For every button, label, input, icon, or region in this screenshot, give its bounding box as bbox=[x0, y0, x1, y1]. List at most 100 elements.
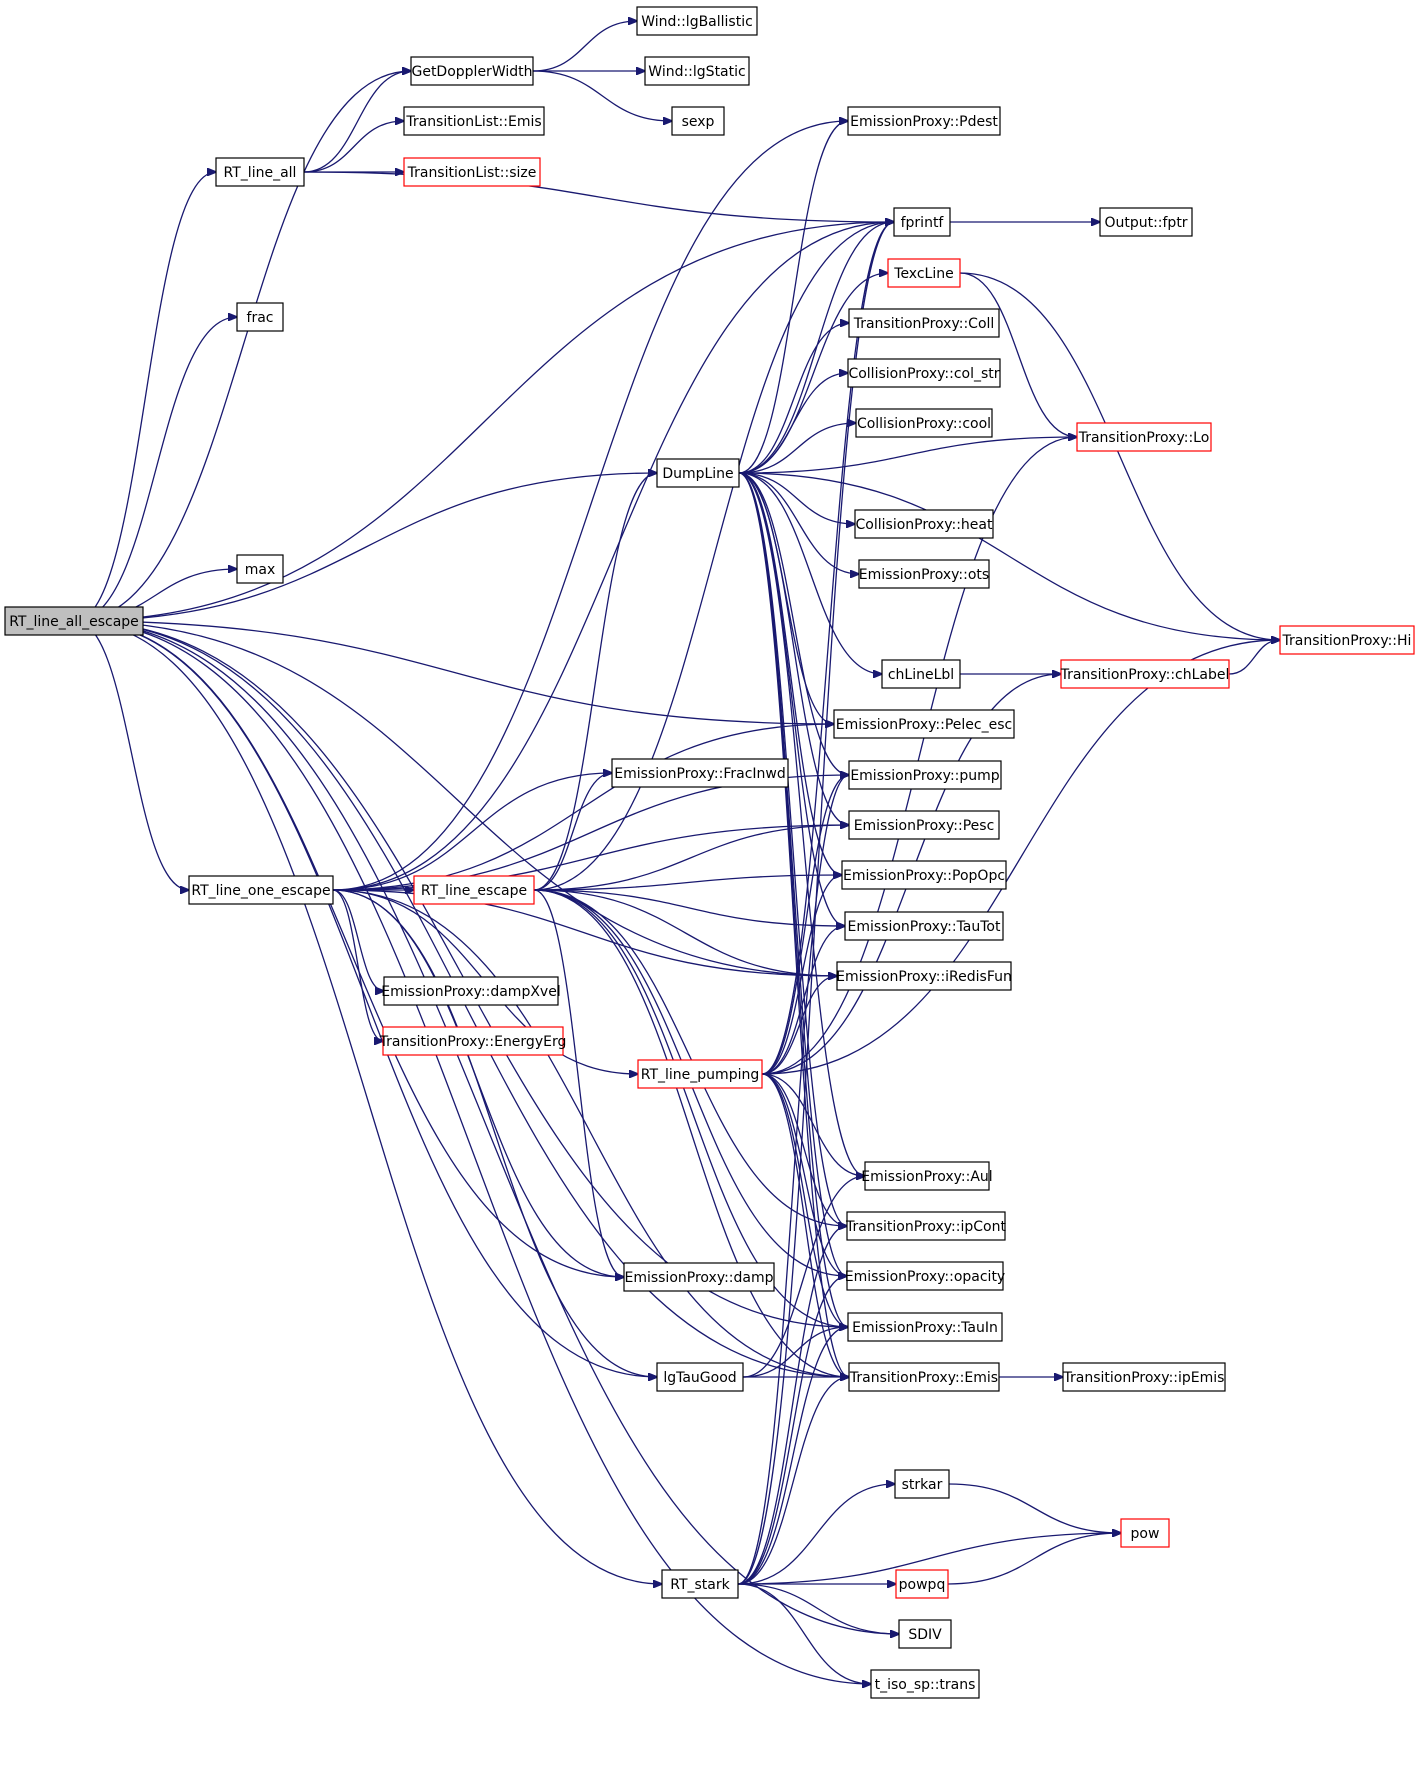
node-box[interactable] bbox=[844, 911, 1004, 941]
node-box[interactable] bbox=[403, 157, 541, 187]
node-ep-tauin[interactable]: EmissionProxy::TauIn bbox=[847, 1312, 1003, 1342]
node-ep-ots[interactable]: EmissionProxy::ots bbox=[858, 559, 990, 589]
node-box[interactable] bbox=[623, 1262, 775, 1292]
node-strkar[interactable]: strkar bbox=[894, 1469, 950, 1499]
node-box[interactable] bbox=[671, 106, 725, 136]
node-rt-pumping[interactable]: RT_line_pumping bbox=[637, 1059, 763, 1089]
node-box[interactable] bbox=[644, 56, 750, 86]
node-ep-iredis[interactable]: EmissionProxy::iRedisFun bbox=[836, 961, 1012, 991]
node-tl-size[interactable]: TransitionList::size bbox=[403, 157, 541, 187]
node-powpq[interactable]: powpq bbox=[895, 1569, 949, 1599]
node-rt-line-all[interactable]: RT_line_all bbox=[215, 157, 305, 187]
node-pow[interactable]: pow bbox=[1120, 1518, 1170, 1548]
node-tp-lo[interactable]: TransitionProxy::Lo bbox=[1076, 422, 1212, 452]
node-box[interactable] bbox=[403, 106, 545, 136]
node-box[interactable] bbox=[656, 458, 740, 488]
node-ep-pump[interactable]: EmissionProxy::pump bbox=[848, 760, 1002, 790]
node-ep-dampxvel[interactable]: EmissionProxy::dampXvel bbox=[381, 976, 561, 1006]
node-cp-heat[interactable]: CollisionProxy::heat bbox=[854, 509, 994, 539]
node-out-fptr[interactable]: Output::fptr bbox=[1099, 207, 1193, 237]
node-box[interactable] bbox=[188, 875, 334, 905]
node-box[interactable] bbox=[898, 1619, 952, 1649]
node-ep-opacity[interactable]: EmissionProxy::opacity bbox=[845, 1261, 1005, 1291]
node-tp-hi[interactable]: TransitionProxy::Hi bbox=[1279, 625, 1415, 655]
node-box[interactable] bbox=[836, 961, 1012, 991]
node-rt-stark[interactable]: RT_stark bbox=[661, 1569, 739, 1599]
node-ep-tautot[interactable]: EmissionProxy::TauTot bbox=[844, 911, 1004, 941]
node-box[interactable] bbox=[847, 106, 1001, 136]
node-cp-cool[interactable]: CollisionProxy::cool bbox=[855, 408, 993, 438]
node-cp-colstr[interactable]: CollisionProxy::col_str bbox=[847, 358, 1001, 388]
node-box[interactable] bbox=[881, 659, 961, 689]
node-box[interactable] bbox=[413, 875, 535, 905]
node-box[interactable] bbox=[887, 258, 961, 288]
node-box[interactable] bbox=[833, 709, 1015, 739]
node-box[interactable] bbox=[1076, 422, 1212, 452]
node-box[interactable] bbox=[410, 56, 534, 86]
node-box[interactable] bbox=[855, 408, 993, 438]
node-ep-pdest[interactable]: EmissionProxy::Pdest bbox=[847, 106, 1001, 136]
node-sdiv[interactable]: SDIV bbox=[898, 1619, 952, 1649]
node-tl-emis[interactable]: TransitionList::Emis bbox=[403, 106, 545, 136]
node-box[interactable] bbox=[848, 308, 1000, 338]
node-box[interactable] bbox=[847, 358, 1001, 388]
node-ep-popopc[interactable]: EmissionProxy::PopOpc bbox=[841, 860, 1007, 890]
node-box[interactable] bbox=[611, 758, 789, 788]
node-getdoppler[interactable]: GetDopplerWidth bbox=[410, 56, 534, 86]
node-ep-aul[interactable]: EmissionProxy::Aul bbox=[861, 1161, 993, 1191]
node-box[interactable] bbox=[848, 760, 1002, 790]
node-tp-ipemis[interactable]: TransitionProxy::ipEmis bbox=[1062, 1362, 1226, 1392]
node-box[interactable] bbox=[236, 302, 284, 332]
node-chlinelbl[interactable]: chLineLbl bbox=[881, 659, 961, 689]
node-wind-ballistic[interactable]: Wind::lgBallistic bbox=[636, 6, 758, 36]
node-sexp[interactable]: sexp bbox=[671, 106, 725, 136]
node-tp-chlabel[interactable]: TransitionProxy::chLabel bbox=[1060, 659, 1230, 689]
node-ep-fracinwd[interactable]: EmissionProxy::FracInwd bbox=[611, 758, 789, 788]
node-box[interactable] bbox=[215, 157, 305, 187]
node-rt-one-escape[interactable]: RT_line_one_escape bbox=[188, 875, 334, 905]
node-box[interactable] bbox=[383, 976, 559, 1006]
node-box[interactable] bbox=[848, 1362, 1000, 1392]
node-box[interactable] bbox=[846, 1261, 1004, 1291]
node-lgtaugood[interactable]: lgTauGood bbox=[656, 1362, 744, 1392]
node-box[interactable] bbox=[848, 810, 1000, 840]
node-tp-energyerg[interactable]: TransitionProxy::EnergyErg bbox=[379, 1026, 567, 1056]
node-box[interactable] bbox=[661, 1569, 739, 1599]
node-box[interactable] bbox=[656, 1362, 744, 1392]
node-box[interactable] bbox=[636, 6, 758, 36]
node-box[interactable] bbox=[1060, 659, 1230, 689]
node-box[interactable] bbox=[236, 554, 284, 584]
node-box[interactable] bbox=[1062, 1362, 1226, 1392]
node-rt-line-escape[interactable]: RT_line_escape bbox=[413, 875, 535, 905]
node-box[interactable] bbox=[864, 1161, 990, 1191]
node-box[interactable] bbox=[870, 1669, 980, 1699]
node-t-iso-trans[interactable]: t_iso_sp::trans bbox=[870, 1669, 980, 1699]
node-frac[interactable]: frac bbox=[236, 302, 284, 332]
node-fprintf[interactable]: fprintf bbox=[893, 207, 951, 237]
node-box[interactable] bbox=[4, 606, 144, 636]
node-ep-damp[interactable]: EmissionProxy::damp bbox=[623, 1262, 775, 1292]
node-dumpline[interactable]: DumpLine bbox=[656, 458, 740, 488]
node-root[interactable]: RT_line_all_escape bbox=[4, 606, 144, 636]
node-box[interactable] bbox=[894, 1469, 950, 1499]
node-box[interactable] bbox=[895, 1569, 949, 1599]
node-box[interactable] bbox=[893, 207, 951, 237]
node-texcline[interactable]: TexcLine bbox=[887, 258, 961, 288]
node-box[interactable] bbox=[847, 1312, 1003, 1342]
node-box[interactable] bbox=[637, 1059, 763, 1089]
node-box[interactable] bbox=[854, 509, 994, 539]
node-tp-emis[interactable]: TransitionProxy::Emis bbox=[848, 1362, 1000, 1392]
node-box[interactable] bbox=[1120, 1518, 1170, 1548]
node-box[interactable] bbox=[841, 860, 1007, 890]
node-tp-coll[interactable]: TransitionProxy::Coll bbox=[848, 308, 1000, 338]
node-box[interactable] bbox=[382, 1026, 564, 1056]
node-max[interactable]: max bbox=[236, 554, 284, 584]
node-box[interactable] bbox=[846, 1211, 1006, 1241]
node-box[interactable] bbox=[1099, 207, 1193, 237]
node-tp-ipcont[interactable]: TransitionProxy::ipCont bbox=[845, 1211, 1006, 1241]
node-ep-pelec[interactable]: EmissionProxy::Pelec_esc bbox=[833, 709, 1015, 739]
node-box[interactable] bbox=[858, 559, 990, 589]
node-wind-static[interactable]: Wind::lgStatic bbox=[644, 56, 750, 86]
node-ep-pesc[interactable]: EmissionProxy::Pesc bbox=[848, 810, 1000, 840]
node-box[interactable] bbox=[1279, 625, 1415, 655]
